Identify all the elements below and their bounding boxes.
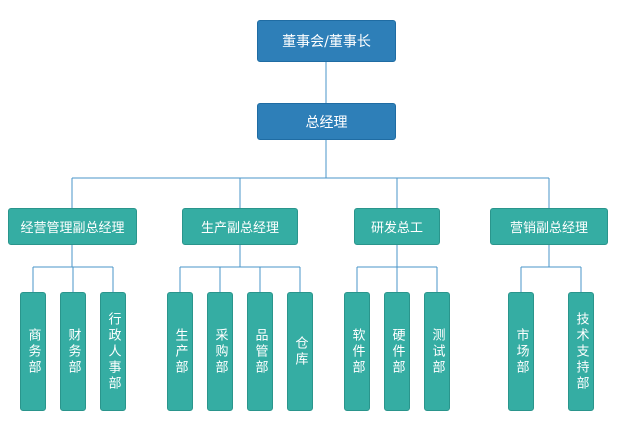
division-node-operations: 经营管理副总经理	[8, 208, 137, 245]
department-label: 市场部	[513, 327, 529, 376]
department-node: 测试部	[424, 292, 450, 411]
department-label: 技术支持部	[573, 311, 589, 392]
department-label: 商务部	[25, 327, 41, 376]
board-node: 董事会/董事长	[257, 20, 396, 62]
department-node: 仓库	[287, 292, 313, 411]
department-node: 软件部	[344, 292, 370, 411]
department-label: 硬件部	[389, 327, 405, 376]
department-label: 软件部	[349, 327, 365, 376]
department-label: 仓库	[292, 335, 308, 368]
division-label: 经营管理副总经理	[20, 221, 125, 236]
department-label: 生产部	[172, 327, 188, 376]
division-label: 研发总工	[370, 221, 423, 236]
board-label: 董事会/董事长	[282, 34, 371, 50]
department-label: 财务部	[65, 327, 81, 376]
department-node: 行政人事部	[100, 292, 126, 411]
department-label: 采购部	[212, 327, 228, 376]
department-node: 品管部	[247, 292, 273, 411]
division-node-production: 生产副总经理	[182, 208, 298, 245]
department-label: 品管部	[252, 327, 268, 376]
division-node-marketing: 营销副总经理	[490, 208, 608, 245]
department-node: 生产部	[167, 292, 193, 411]
gm-node: 总经理	[257, 103, 396, 140]
division-label: 营销副总经理	[509, 221, 588, 236]
department-node: 商务部	[20, 292, 46, 411]
department-node: 市场部	[508, 292, 534, 411]
department-label: 测试部	[429, 327, 445, 376]
division-node-rnd: 研发总工	[354, 208, 440, 245]
department-node: 财务部	[60, 292, 86, 411]
division-label: 生产副总经理	[200, 221, 279, 236]
department-node: 采购部	[207, 292, 233, 411]
department-node: 技术支持部	[568, 292, 594, 411]
department-label: 行政人事部	[105, 311, 121, 392]
gm-label: 总经理	[305, 114, 348, 131]
department-node: 硬件部	[384, 292, 410, 411]
